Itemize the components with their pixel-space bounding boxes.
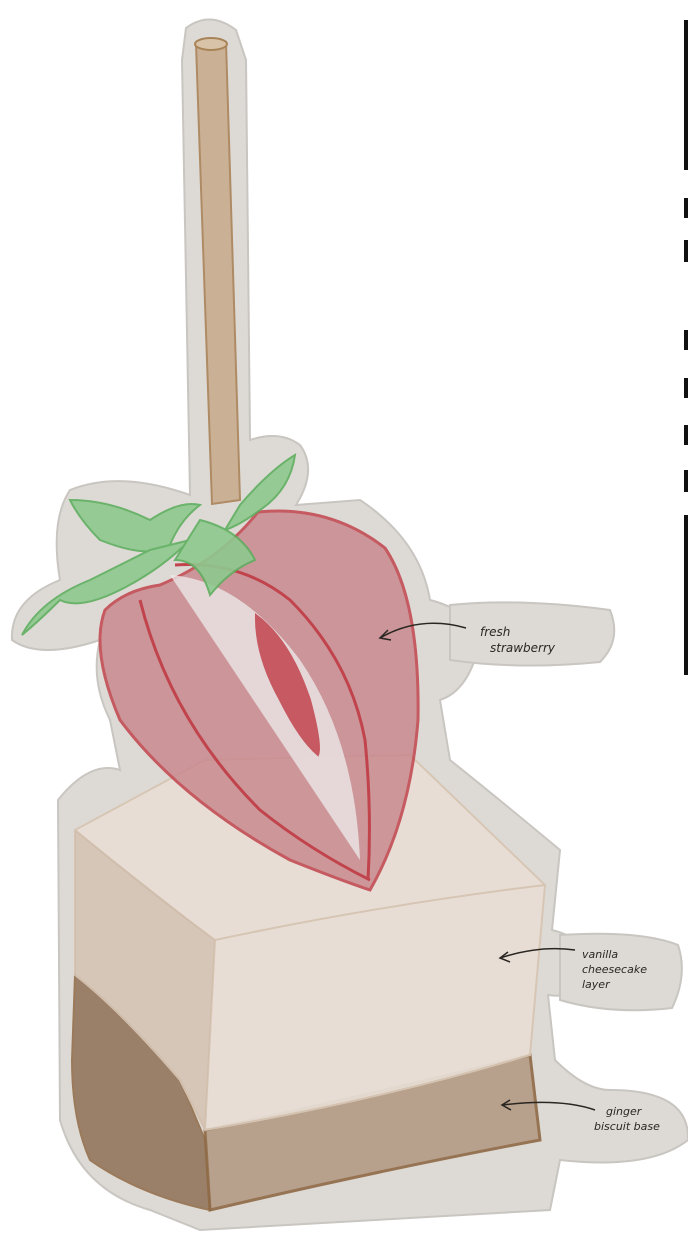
biscuit-label-line1: ginger [606,1105,643,1118]
strawberry-label-line1: fresh [480,625,510,639]
strawberry-label-line2: strawberry [490,641,556,655]
cheesecake-label-line2: cheesecake [582,963,647,976]
label-paper-strawberry [450,602,614,665]
biscuit-label-line2: biscuit base [594,1120,660,1133]
cheesecake-label-line3: layer [582,978,611,991]
cheesecake-label-line1: vanilla [582,948,618,961]
